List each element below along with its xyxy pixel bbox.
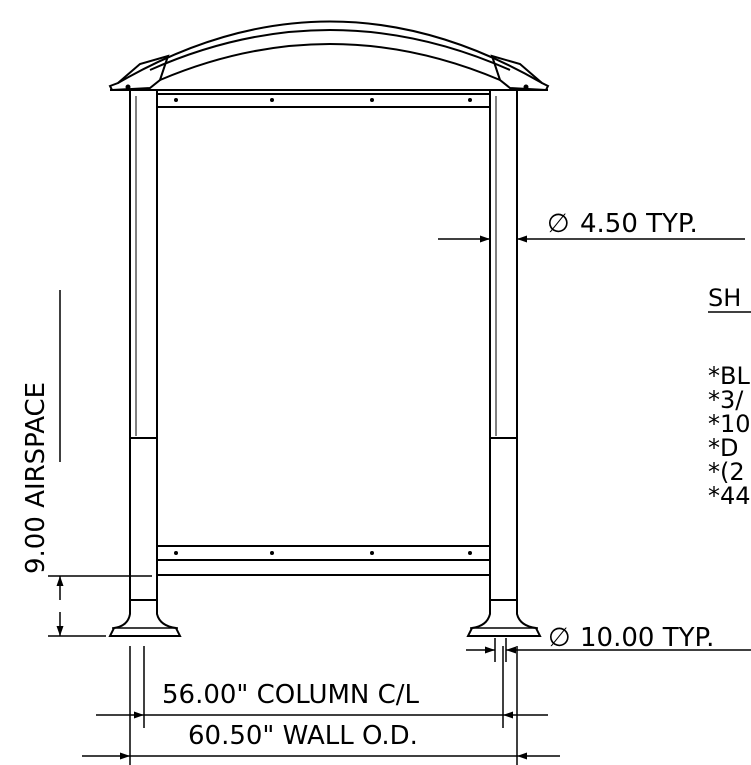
bolt-icon [523,84,529,90]
note-item: *44 [708,482,751,510]
note-item: *(2 [708,458,745,486]
bolt-icon [270,98,274,102]
column-bases [108,438,542,637]
wall-panel [157,93,490,576]
bolt-icon [370,551,374,555]
note-item: *D [708,434,738,462]
right-column [489,89,518,439]
bolt-icon [125,84,131,90]
dim-column-spacing [96,646,548,728]
column-diameter-label: 4.50 TYP. [580,209,698,239]
canopy-inner-arc [149,29,511,71]
notes: SH *BL *3/ *10 *D *(2 *44 [708,284,751,510]
dim-airspace [48,290,152,637]
canopy-glass-arc [159,43,501,81]
left-base [108,599,182,637]
notes-heading: SH [708,284,741,312]
column-spacing-label: 56.00" COLUMN C/L [162,680,420,710]
note-item: *BL [708,362,750,390]
canopy-right-clip [491,55,501,81]
bolt-icon [468,551,472,555]
dim-base-diameter [466,638,751,662]
wall-width-label: 60.50" WALL O.D. [188,721,418,751]
bolt-icon [370,98,374,102]
rail-bolts [174,98,472,555]
bolt-icon [270,551,274,555]
bolt-icon [174,551,178,555]
base-diameter-label: 10.00 TYP. [580,623,714,653]
dim-wall-width [82,646,560,765]
column-diameter-symbol: ∅ [547,209,570,239]
columns [129,89,518,439]
canopy [108,20,550,92]
bolt-icon [174,98,178,102]
note-item: *10 [708,410,751,438]
note-item: *3/ [708,386,744,414]
left-column [129,89,158,439]
canopy-outer-arc [117,20,543,84]
base-diameter-symbol: ∅ [548,623,571,653]
canopy-left-clip [159,55,169,81]
bolt-icon [468,98,472,102]
right-base [466,599,542,637]
airspace-label: 9.00 AIRSPACE [21,382,51,574]
